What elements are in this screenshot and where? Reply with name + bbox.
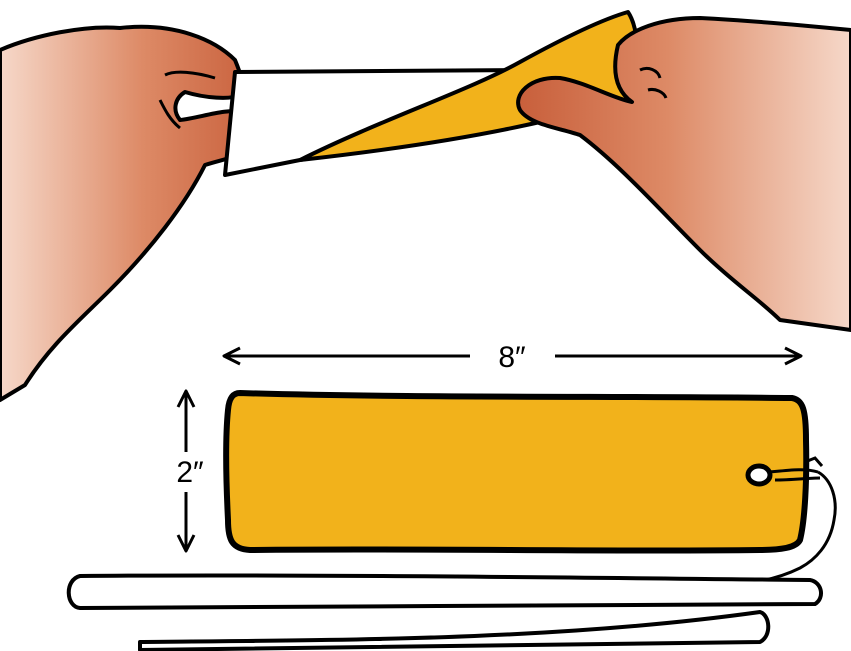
- height-dimension-arrow: 2″: [176, 391, 204, 551]
- lower-felt-strip-2: [140, 612, 768, 650]
- felt-rectangle-icon: [226, 393, 806, 551]
- eyelet-hole-icon: [748, 466, 770, 484]
- lower-felt-strip-1: [69, 575, 821, 608]
- left-hand-icon: [0, 27, 259, 400]
- width-label: 8″: [498, 341, 526, 374]
- height-label: 2″: [176, 456, 204, 489]
- width-dimension-arrow: 8″: [224, 341, 801, 374]
